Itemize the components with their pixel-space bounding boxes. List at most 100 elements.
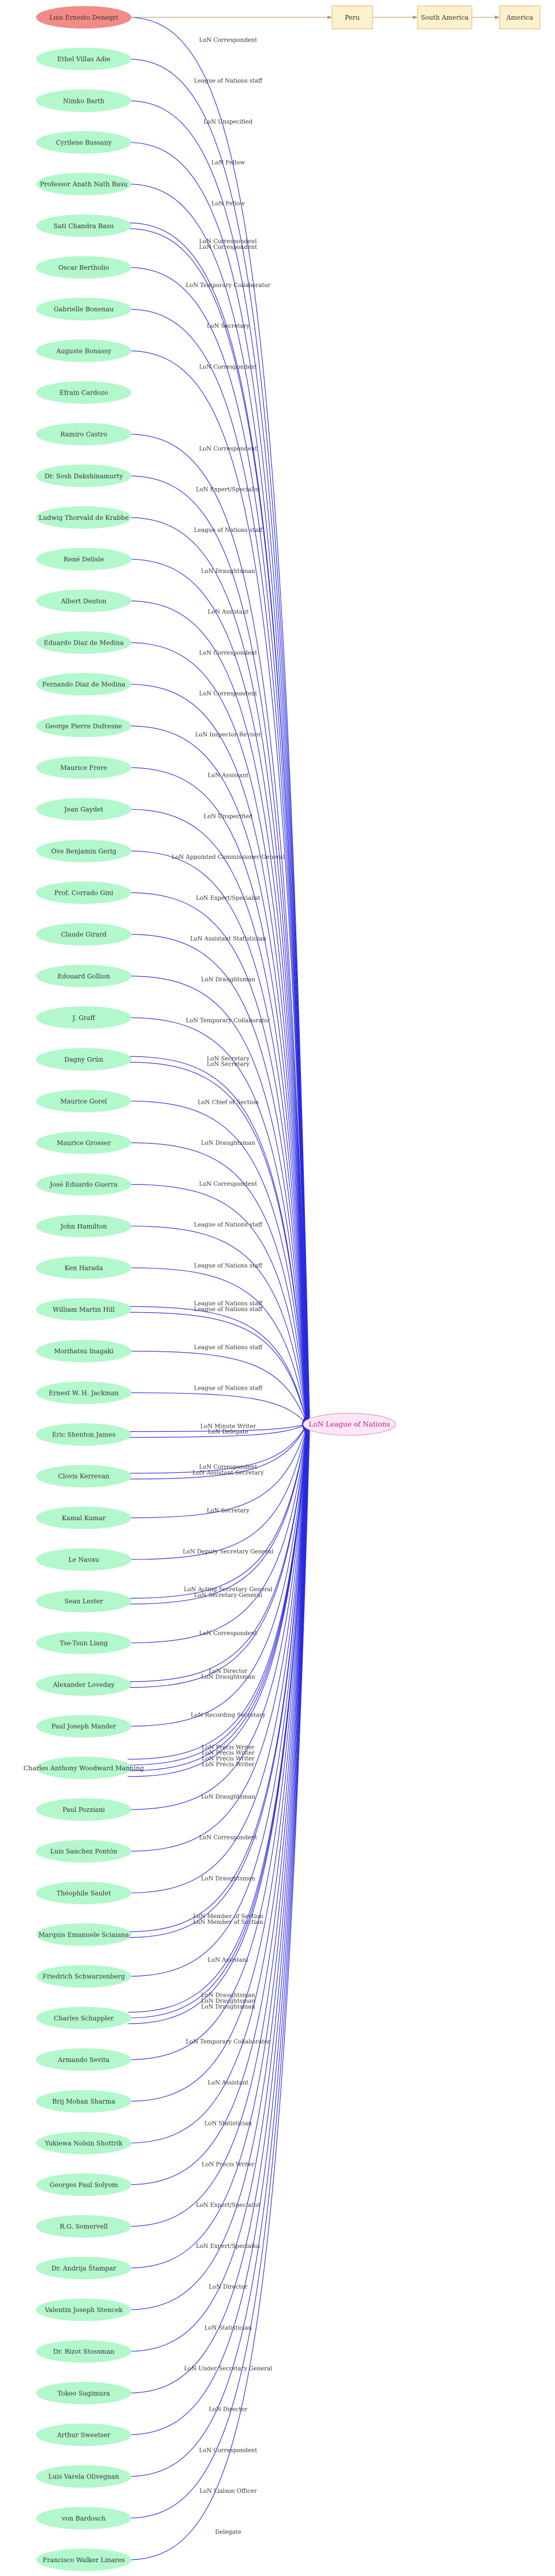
- person-node-cyrilene-bussany[interactable]: Cyrilene Bussany: [36, 131, 132, 154]
- person-node-sean-lester[interactable]: Sean Lester: [36, 1589, 132, 1613]
- person-node-paul-pozziani[interactable]: Paul Pozziani: [36, 1798, 132, 1821]
- place-edge-focus-peru: [131, 16, 332, 19]
- person-node-charles-schuppler[interactable]: Charles Schuppler: [36, 2007, 132, 2030]
- edge-label: LoN Inspector-Reviser: [195, 732, 262, 738]
- person-node-label: Brij Mohan Sharma: [52, 2098, 116, 2105]
- edge-label: LoN Secretary-General: [194, 1592, 262, 1599]
- person-node-maurice-gorel[interactable]: Maurice Gorel: [36, 1089, 132, 1112]
- person-node-fernando-diaz-de-medina[interactable]: Fernando Diaz de Medina: [36, 673, 132, 696]
- person-node-valentin-joseph-stencek[interactable]: Valentin Joseph Stencek: [36, 2298, 132, 2321]
- person-node-j-graff[interactable]: J. Graff: [36, 1006, 132, 1029]
- edge-label: Delegate: [215, 2529, 241, 2536]
- person-node-label: Tse-Tsun Liang: [59, 1639, 107, 1647]
- person-node-albert-denton[interactable]: Albert Denton: [36, 589, 132, 612]
- person-node-arthur-sweetser[interactable]: Arthur Sweetser: [36, 2424, 132, 2447]
- person-node-label: Luis Varela Olivegnan: [49, 2473, 119, 2481]
- edge-label: LoN Draughtsman: [201, 977, 255, 983]
- person-node-dr-sosh-dakshinamurty[interactable]: Dr. Sosh Dakshinamurty: [36, 464, 132, 487]
- person-node-prof-corrado-gini[interactable]: Prof. Corrado Gini: [36, 881, 132, 904]
- edge-label: LoN Delegate: [208, 1429, 248, 1435]
- person-node-gabrielle-bonenau[interactable]: Gabrielle Bonenau: [36, 297, 132, 321]
- person-node-charles-anthony-woodward-manning[interactable]: Charles Anthony Woodward Manning: [24, 1756, 144, 1780]
- person-node-george-pierre-dufresne[interactable]: George Pierre Dufresne: [36, 714, 132, 738]
- person-node-maurice-grosser[interactable]: Maurice Grosser: [36, 1131, 132, 1154]
- person-node-georges-paul-solyom[interactable]: Georges Paul Solyom: [36, 2173, 132, 2197]
- person-node-label: Professor Anath Nath Basu: [40, 181, 128, 188]
- place-node-south-america[interactable]: South America: [417, 5, 472, 29]
- person-node-label: Ethel Villas Adie: [57, 55, 110, 63]
- person-node-luis-sanchez-ponton[interactable]: Luis Sanchez Pontón: [36, 1840, 132, 1863]
- person-node-label: Georges Paul Solyom: [50, 2182, 118, 2189]
- person-node-armando-sevita[interactable]: Armando Sevita: [36, 2048, 132, 2071]
- person-node-label: Paul Joseph Mander: [51, 1723, 117, 1730]
- person-node-maurice-frere[interactable]: Maurice Frere: [36, 756, 132, 779]
- person-node-jean-gaydet[interactable]: Jean Gaydet: [36, 798, 132, 821]
- edge-label: LoN Director: [209, 2284, 248, 2291]
- person-node-dr-rizot-stossman[interactable]: Dr. Rizot Stossman: [36, 2340, 132, 2363]
- person-node-clovis-kerrevan[interactable]: Clovis Kerrevan: [36, 1465, 132, 1488]
- person-node-nimko-barth[interactable]: Nimko Barth: [36, 89, 132, 112]
- person-node-eduardo-diaz-de-medina[interactable]: Eduardo Diaz de Medina: [36, 631, 132, 654]
- person-node-r-g-somervell[interactable]: R.G. Somervell: [36, 2215, 132, 2238]
- person-node-marquis-emanuele-sciaiana[interactable]: Marquis Emanuele Sciaiana: [36, 1923, 132, 1946]
- person-node-kamal-kumar[interactable]: Kamal Kumar: [36, 1506, 132, 1529]
- edge-label: League of Nations staff: [194, 1345, 263, 1351]
- edge-auguste-bonassy-1: LoN Correspondent: [127, 350, 310, 1421]
- person-node-dr-andrija-stampar[interactable]: Dr. Andrija Štampar: [36, 2257, 132, 2280]
- person-node-john-hamilton[interactable]: John Hamilton: [36, 1215, 132, 1238]
- person-node-brij-mohan-sharma[interactable]: Brij Mohan Sharma: [36, 2090, 132, 2113]
- person-node-dagny-grun[interactable]: Dagny Grün: [36, 1048, 132, 1071]
- person-node-oscar-bertholio[interactable]: Oscar Bertholio: [36, 256, 132, 279]
- person-node-ken-harada[interactable]: Ken Harada: [36, 1256, 132, 1279]
- person-node-luis-ernesto-denegri[interactable]: Luis Ernesto Denegri: [36, 6, 132, 29]
- person-node-theophile-saulet[interactable]: Théophile Saulet: [36, 1881, 132, 1904]
- person-node-ramiro-castro[interactable]: Ramiro Castro: [36, 423, 132, 446]
- person-node-yukiewa-nolsin-shottrik[interactable]: Yukiewa Nolsin Shottrik: [36, 2131, 132, 2154]
- person-node-rene-delisle[interactable]: René Delisle: [36, 548, 132, 571]
- place-node-label: America: [506, 14, 534, 21]
- person-node-luis-varela-olivegnan[interactable]: Luis Varela Olivegnan: [36, 2465, 132, 2488]
- edge-label: League of Nations staff: [194, 1385, 263, 1391]
- person-node-sati-chandra-basu[interactable]: Sati Chandra Basu: [36, 214, 132, 237]
- person-node-morihatsu-inagaki[interactable]: Morihatsu Inagaki: [36, 1339, 132, 1363]
- person-node-eric-shenton-james[interactable]: Eric Shenton James: [36, 1423, 132, 1446]
- person-node-label: Sean Lester: [65, 1598, 104, 1605]
- person-node-label: Ramiro Castro: [60, 431, 107, 438]
- edge-valentin-joseph-stencek-1: LoN Director: [127, 1428, 310, 2310]
- edge-ken-harada-1: League of Nations staff: [127, 1263, 308, 1425]
- person-node-von-bardosch[interactable]: von Bardosch: [36, 2507, 132, 2530]
- person-node-alexander-loveday[interactable]: Alexander Loveday: [36, 1673, 132, 1696]
- edge-albert-denton-1: LoN Assistant: [127, 600, 309, 1422]
- edge-rene-delisle-1: LoN Draughtsman: [127, 559, 309, 1422]
- person-node-auguste-bonassy[interactable]: Auguste Bonassy: [36, 339, 132, 362]
- edge-label: LoN Correspondent: [199, 37, 258, 43]
- person-node-francisco-walker-linares[interactable]: Francisco Walker Linares: [36, 2548, 132, 2571]
- person-node-jose-eduardo-guerra[interactable]: José Eduardo Guerra: [36, 1173, 132, 1196]
- edge-oscar-bertholio-1: LoN Temporary Collaborator: [127, 267, 310, 1421]
- person-node-le-navau[interactable]: Le Navau: [36, 1548, 132, 1571]
- person-node-claude-girard[interactable]: Claude Girard: [36, 923, 132, 946]
- person-node-label: Luis Ernesto Denegri: [50, 14, 118, 21]
- person-node-ludwig-thorvald-de-krabbe[interactable]: Ludwig Thorvald de Krabbe: [36, 506, 132, 529]
- place-node-america[interactable]: America: [499, 5, 541, 29]
- person-node-ethel-villas-adie[interactable]: Ethel Villas Adie: [36, 47, 132, 70]
- edge-label: LoN Secretary: [207, 1056, 249, 1062]
- person-node-paul-joseph-mander[interactable]: Paul Joseph Mander: [36, 1715, 132, 1738]
- place-node-label: South America: [421, 14, 469, 21]
- person-node-label: Auguste Bonassy: [55, 347, 111, 355]
- edge-label: LoN Assistant Secretary: [192, 1470, 264, 1476]
- person-node-professor-anath-nath-basu[interactable]: Professor Anath Nath Basu: [36, 173, 132, 196]
- person-node-friedrich-schwarzenberg[interactable]: Friedrich Schwarzenberg: [36, 1965, 132, 1988]
- person-node-tse-tsun-liang[interactable]: Tse-Tsun Liang: [36, 1631, 132, 1654]
- center-node-league-of-nations[interactable]: LoN League of Nations: [303, 1413, 396, 1436]
- person-node-label: Ove Benjamin Gerig: [51, 847, 117, 855]
- person-node-william-martin-hill[interactable]: William Martin Hill: [36, 1298, 132, 1321]
- place-node-peru[interactable]: Peru: [331, 5, 373, 29]
- person-node-ernest-w-h-jackman[interactable]: Ernest W. H. Jackman: [36, 1381, 132, 1404]
- person-node-label: Luis Sanchez Pontón: [50, 1848, 117, 1855]
- person-node-efrain-cardozo[interactable]: Efrain Cardozo: [36, 381, 132, 404]
- person-node-ove-benjamin-gerig[interactable]: Ove Benjamin Gerig: [36, 839, 132, 862]
- place-node-label: Peru: [345, 14, 360, 21]
- person-node-tokeo-sugimura[interactable]: Tokeo Sugimura: [36, 2381, 132, 2404]
- person-node-edouard-gollion[interactable]: Edouard Gollion: [36, 965, 132, 988]
